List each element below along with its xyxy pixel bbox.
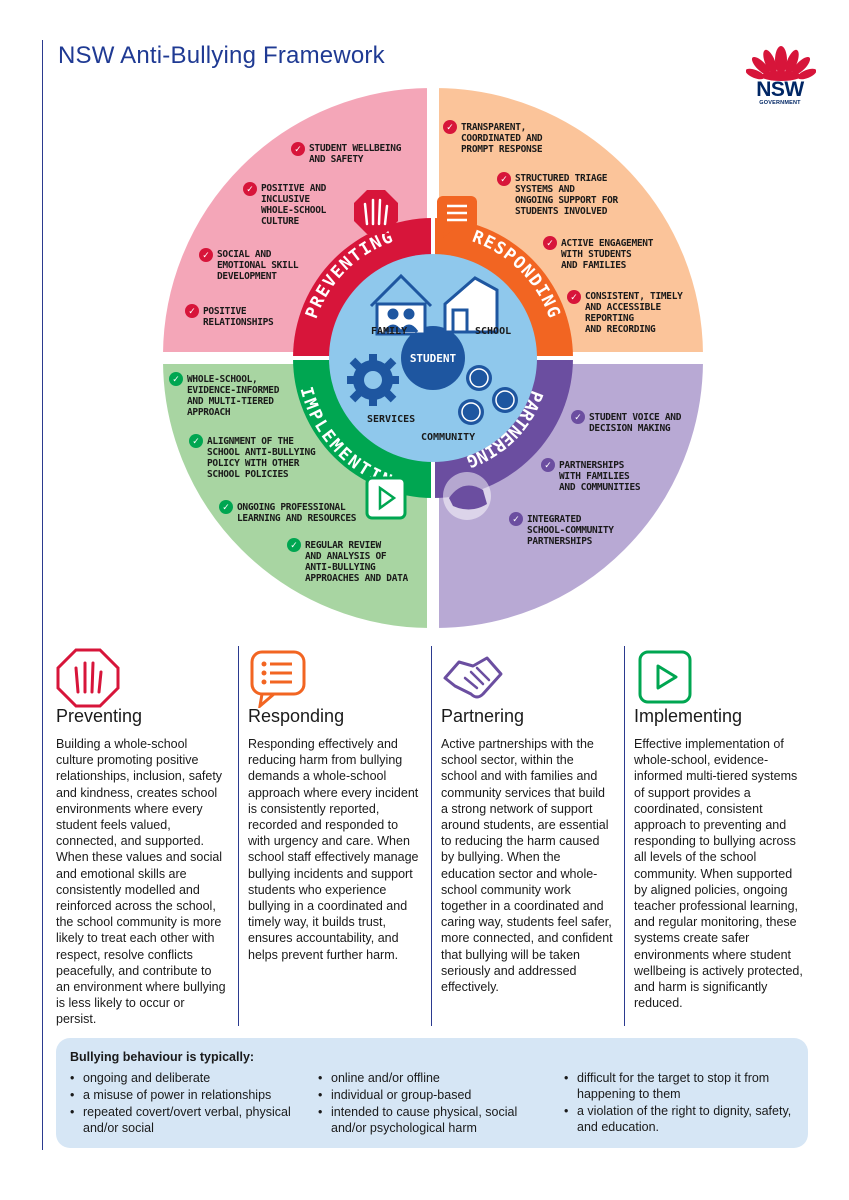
play-button-quadrant-icon — [365, 476, 407, 520]
handshake-quadrant-icon — [443, 472, 491, 520]
check-icon: ✓ — [199, 248, 213, 262]
check-icon: ✓ — [219, 500, 233, 514]
list-item: a misuse of power in relationships — [70, 1087, 310, 1103]
preventing-item-2: POSITIVE AND INCLUSIVE WHOLE-SCHOOL CULT… — [261, 183, 327, 227]
family-house-icon — [369, 273, 433, 336]
responding-heading: Responding — [248, 706, 345, 726]
responding-item-2: STRUCTURED TRIAGE SYSTEMS AND ONGOING SU… — [515, 173, 618, 217]
community-label: COMMUNITY — [421, 432, 475, 443]
responding-body: Responding effectively and reducing harm… — [248, 737, 419, 962]
services-gear-icon — [347, 354, 399, 406]
student-label: STUDENT — [410, 352, 457, 365]
column-responding: Responding Responding effectively and re… — [234, 640, 418, 1030]
definition-list-3: difficult for the target to stop it from… — [564, 1070, 794, 1136]
school-building-icon — [443, 276, 499, 334]
list-item: intended to cause physical, social and/o… — [318, 1104, 548, 1136]
list-item: individual or group-based — [318, 1087, 548, 1103]
stop-hand-icon — [56, 648, 120, 708]
column-implementing: Implementing Effective implementation of… — [620, 640, 803, 1030]
check-icon: ✓ — [497, 172, 511, 186]
implementing-item-3: ONGOING PROFESSIONAL LEARNING AND RESOUR… — [237, 502, 357, 524]
school-label: SCHOOL — [475, 326, 511, 337]
partnering-item-3: INTEGRATED SCHOOL-COMMUNITY PARTNERSHIPS — [527, 514, 614, 547]
stop-hand-quadrant-icon — [354, 190, 398, 234]
list-item: repeated covert/overt verbal, physical a… — [70, 1104, 310, 1136]
implementing-item-4: REGULAR REVIEW AND ANALYSIS OF ANTI-BULL… — [305, 540, 408, 584]
framework-wheel: PREVENTING RESPONDING PARTNERING IMPLEME… — [153, 78, 713, 638]
column-divider — [624, 646, 625, 1026]
preventing-item-4: POSITIVE RELATIONSHIPS — [203, 306, 274, 328]
implementing-item-1: WHOLE-SCHOOL, EVIDENCE-INFORMED AND MULT… — [187, 374, 280, 418]
check-icon: ✓ — [287, 538, 301, 552]
check-icon: ✓ — [509, 512, 523, 526]
column-preventing: Preventing Building a whole-school cultu… — [42, 640, 226, 1030]
implementing-body: Effective implementation of whole-school… — [634, 737, 803, 1011]
check-icon: ✓ — [567, 290, 581, 304]
preventing-heading: Preventing — [56, 706, 143, 726]
check-icon: ✓ — [291, 142, 305, 156]
partnering-item-1: STUDENT VOICE AND DECISION MAKING — [589, 412, 682, 434]
speech-bubble-list-icon — [248, 648, 312, 710]
partnering-heading: Partnering — [441, 706, 525, 726]
column-partnering: Partnering Active partnerships with the … — [427, 640, 613, 1030]
left-accent-rule — [42, 40, 43, 1150]
check-icon: ✓ — [543, 236, 557, 250]
handshake-icon — [441, 648, 505, 708]
list-item: online and/or offline — [318, 1070, 548, 1086]
responding-item-1: TRANSPARENT, COORDINATED AND PROMPT RESP… — [461, 122, 543, 155]
partnering-item-2: PARTNERSHIPS WITH FAMILIES AND COMMUNITI… — [559, 460, 641, 493]
responding-item-4: CONSISTENT, TIMELY AND ACCESSIBLE REPORT… — [585, 291, 683, 335]
nsw-government-wordmark: NSW GOVERNMENT — [756, 78, 804, 106]
services-label: SERVICES — [367, 414, 415, 425]
partnering-body: Active partnerships with the school sect… — [441, 737, 613, 995]
preventing-body: Building a whole-school culture promotin… — [56, 737, 226, 1027]
pillar-descriptions: Preventing Building a whole-school cultu… — [42, 640, 822, 1030]
implementing-item-2: ALIGNMENT OF THE SCHOOL ANTI-BULLYING PO… — [207, 436, 316, 480]
bullying-definition-heading: Bullying behaviour is typically: — [70, 1050, 255, 1064]
list-item: a violation of the right to dignity, saf… — [564, 1103, 794, 1135]
list-item: ongoing and deliberate — [70, 1070, 310, 1086]
definition-list-2: online and/or offline individual or grou… — [318, 1070, 548, 1137]
nsw-waratah-logo-icon — [745, 38, 817, 110]
page-title: NSW Anti-Bullying Framework — [58, 42, 385, 69]
preventing-item-3: SOCIAL AND EMOTIONAL SKILL DEVELOPMENT — [217, 249, 299, 282]
family-label: FAMILY — [371, 326, 407, 337]
check-icon: ✓ — [185, 304, 199, 318]
responding-item-3: ACTIVE ENGAGEMENT WITH STUDENTS AND FAMI… — [561, 238, 654, 271]
bullying-definition-box: Bullying behaviour is typically: ongoing… — [56, 1038, 808, 1148]
preventing-item-1: STUDENT WELLBEING AND SAFETY — [309, 143, 402, 165]
check-icon: ✓ — [541, 458, 555, 472]
community-faces-icon — [458, 365, 518, 425]
definition-list-1: ongoing and deliberate a misuse of power… — [70, 1070, 310, 1137]
speech-bubble-quadrant-icon — [437, 196, 477, 238]
check-icon: ✓ — [571, 410, 585, 424]
column-divider — [238, 646, 239, 1026]
column-divider — [431, 646, 432, 1026]
implementing-heading: Implementing — [634, 706, 743, 726]
student-centre — [401, 326, 465, 390]
check-icon: ✓ — [243, 182, 257, 196]
check-icon: ✓ — [189, 434, 203, 448]
check-icon: ✓ — [169, 372, 183, 386]
check-icon: ✓ — [443, 120, 457, 134]
play-button-icon — [634, 648, 698, 708]
list-item: difficult for the target to stop it from… — [564, 1070, 794, 1102]
